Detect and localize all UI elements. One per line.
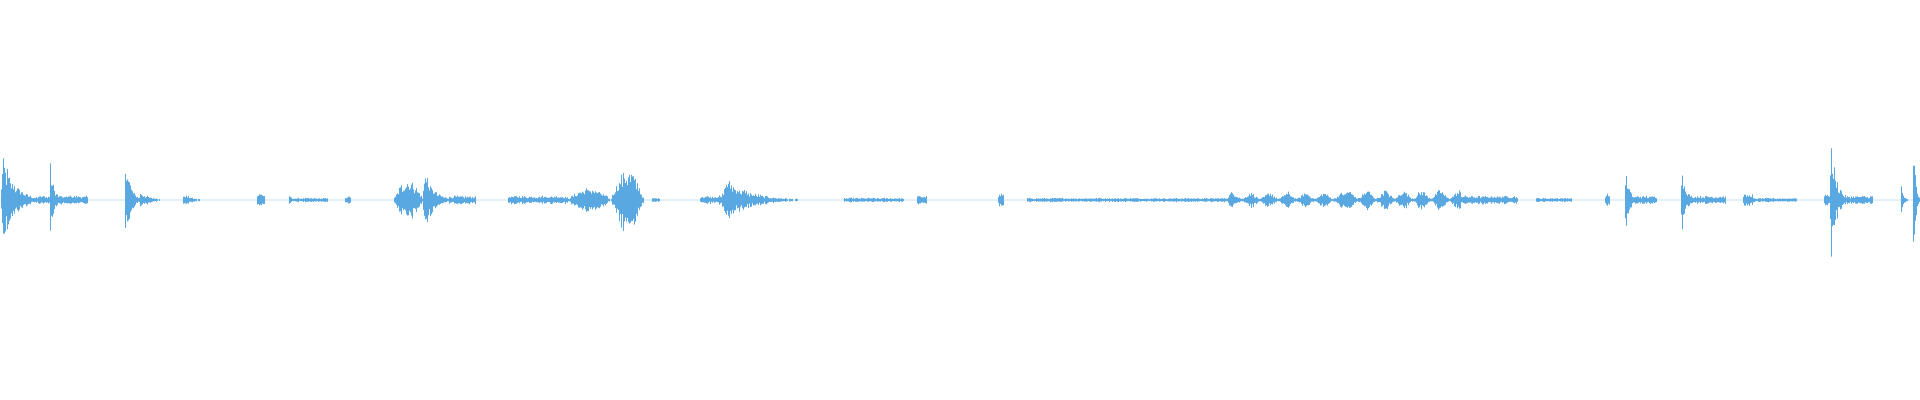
waveform-bars [1, 148, 1920, 257]
